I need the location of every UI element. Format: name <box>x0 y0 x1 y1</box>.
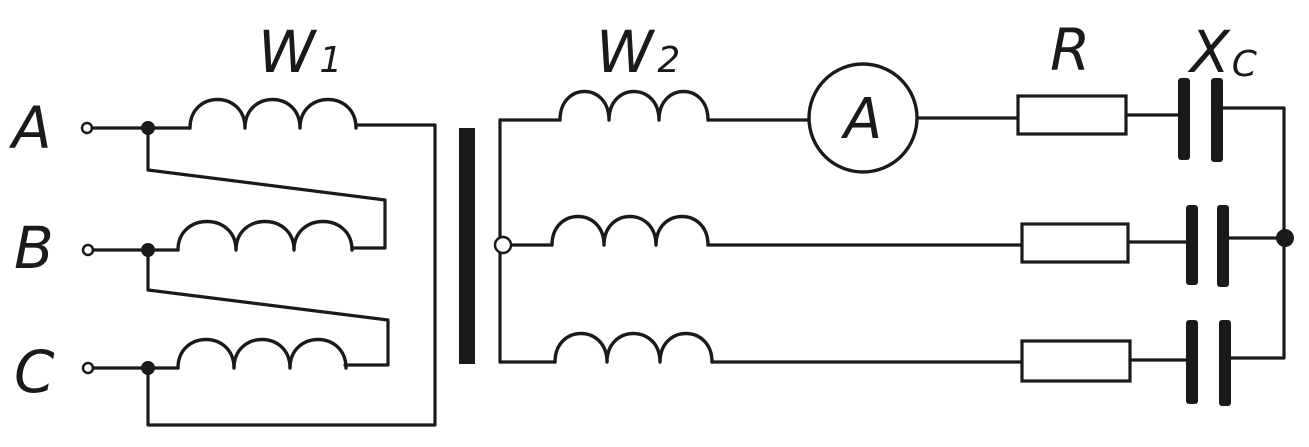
secondary-neutral-node <box>493 235 513 255</box>
load-star-node <box>1276 229 1294 247</box>
node-c-primary <box>141 361 155 375</box>
secondary-coil-b <box>550 214 710 247</box>
transformer-core <box>459 128 475 364</box>
primary-wiring <box>90 123 437 427</box>
label-w1-sub: 1 <box>319 40 342 81</box>
label-xc: XC <box>1187 18 1258 86</box>
primary-coil-c <box>176 337 348 370</box>
label-w2-main: W <box>596 18 656 86</box>
resistor-b <box>1020 222 1130 264</box>
secondary-coil-c <box>553 331 714 364</box>
label-r: R <box>1050 16 1090 84</box>
primary-coil-b <box>176 219 354 252</box>
capacitor-c <box>1186 320 1231 406</box>
resistor-c <box>1020 339 1132 383</box>
node-b-primary <box>141 243 155 257</box>
label-xc-sub: C <box>1232 44 1258 85</box>
label-w2-sub: 2 <box>657 40 680 81</box>
secondary-coil-a <box>558 89 710 122</box>
capacitor-b <box>1186 205 1229 287</box>
ammeter <box>807 62 919 174</box>
ammeter-label: A <box>841 87 882 152</box>
node-a-primary <box>141 121 155 135</box>
label-phase-a: A <box>8 94 52 162</box>
label-phase-c: C <box>14 338 55 406</box>
capacitor-a <box>1178 78 1223 162</box>
label-w1-main: W <box>258 18 318 86</box>
resistor-a <box>1016 94 1128 136</box>
label-phase-b: B <box>14 214 54 282</box>
label-xc-main: X <box>1187 18 1231 86</box>
primary-coil-a <box>188 97 358 130</box>
